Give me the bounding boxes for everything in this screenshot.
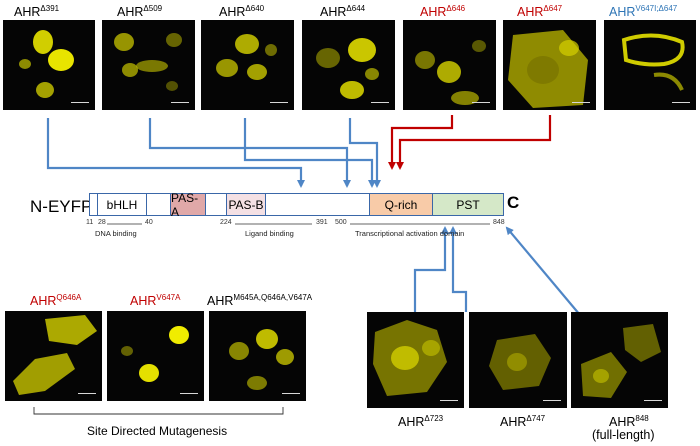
label-ahr-d723: AHRΔ723 xyxy=(398,414,444,429)
label-ahr-v647i-d647: AHRV647I;Δ647 xyxy=(609,4,678,19)
label-ahr-d509: AHRΔ509 xyxy=(117,4,163,19)
label-full-length: (full-length) xyxy=(592,428,655,442)
micrograph-ahr-d647 xyxy=(503,20,596,110)
c-terminus-label: C xyxy=(507,193,520,212)
micrograph-ahr-full-length xyxy=(571,312,668,408)
micrograph-ahr-q646a xyxy=(5,311,102,401)
label-ahr-d640: AHRΔ640 xyxy=(219,4,265,19)
arrow-d509 xyxy=(148,118,351,188)
micrograph-ahr-triple-mutant xyxy=(209,311,306,401)
position-391: 391 xyxy=(316,219,328,226)
segment-linker-4 xyxy=(266,194,370,215)
position-500: 500 xyxy=(335,219,347,226)
label-ahr-d747: AHRΔ747 xyxy=(500,414,546,429)
label-ahr-d644: AHRΔ644 xyxy=(320,4,366,19)
arrow-d747 xyxy=(449,226,468,312)
domain-pas-b: PAS-B xyxy=(227,194,266,215)
micrograph-ahr-d723 xyxy=(367,312,464,408)
domain-q-rich: Q-rich xyxy=(370,194,433,215)
micrograph-ahr-v647i-d647 xyxy=(604,20,696,110)
domain-pas-a: PAS-A xyxy=(171,191,206,219)
arrow-d640 xyxy=(243,118,376,188)
micrograph-ahr-d509 xyxy=(102,20,195,110)
position-11: 11 xyxy=(86,219,94,226)
micrograph-ahr-v647a xyxy=(107,311,204,401)
micrograph-ahr-d646 xyxy=(403,20,496,110)
position-40: 40 xyxy=(145,219,153,226)
mutagenesis-caption: Site Directed Mutagenesis xyxy=(87,424,228,438)
arrow-full-length xyxy=(505,226,581,316)
arrow-d391 xyxy=(46,118,305,188)
segment-linker-3 xyxy=(206,194,227,215)
label-ahr-848: AHR848 xyxy=(609,414,649,429)
label-ahr-d391: AHRΔ391 xyxy=(14,4,60,19)
region-transcriptional-activation: Transcriptional activation domain xyxy=(355,229,465,238)
arrow-d644 xyxy=(348,118,381,188)
segment-linker-2 xyxy=(147,194,171,215)
domain-pst: PST xyxy=(433,194,503,215)
position-848: 848 xyxy=(493,219,505,226)
segment-linker-1 xyxy=(90,194,98,215)
position-224: 224 xyxy=(220,219,232,226)
domain-bhlh: bHLH xyxy=(98,194,147,215)
label-ahr-d646: AHRΔ646 xyxy=(420,4,466,19)
arrow-d647 xyxy=(396,115,552,170)
region-ligand-binding: Ligand binding xyxy=(245,229,294,238)
micrograph-ahr-d747 xyxy=(469,312,567,408)
n-eyfp-label: N-EYFP xyxy=(30,197,93,216)
region-dna-binding: DNA binding xyxy=(95,229,137,238)
micrograph-ahr-d644 xyxy=(302,20,395,110)
label-ahr-triple-mutant: AHRM645A,Q646A,V647A xyxy=(207,293,313,308)
label-ahr-v647a: AHRV647A xyxy=(130,293,181,308)
micrograph-ahr-d640 xyxy=(201,20,294,110)
micrograph-ahr-d391 xyxy=(3,20,95,110)
arrow-d646 xyxy=(388,115,454,170)
label-ahr-d647: AHRΔ647 xyxy=(517,4,563,19)
arrow-d723 xyxy=(413,226,449,312)
position-28: 28 xyxy=(98,219,106,226)
label-ahr-q646a: AHRQ646A xyxy=(30,293,82,308)
construct-bar: bHLH PAS-A PAS-B Q-rich PST xyxy=(89,191,504,219)
